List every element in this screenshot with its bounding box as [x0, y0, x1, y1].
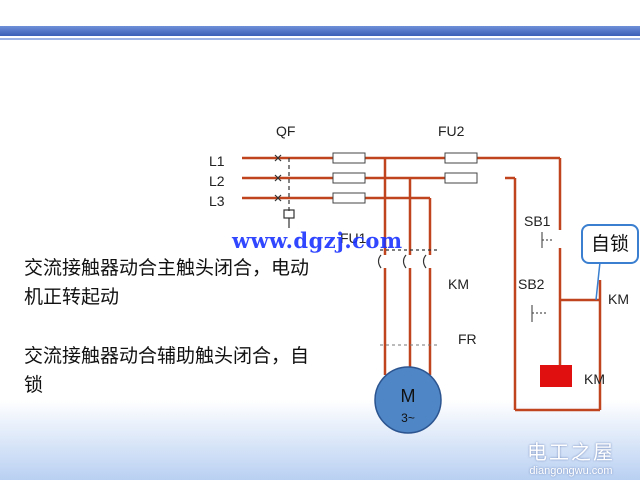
header-rule: [0, 38, 640, 40]
qf-breaker: [274, 154, 295, 228]
label-qf: QF: [276, 123, 295, 139]
header-bar: [0, 26, 640, 36]
km-main-contacts: [377, 249, 440, 269]
label-l2: L2: [209, 173, 225, 189]
label-km-aux: KM: [608, 291, 629, 307]
logo-url: diangongwu.com: [529, 465, 613, 477]
label-motor: M: [401, 386, 416, 406]
label-sb1: SB1: [524, 213, 551, 229]
fuse-fu1: [332, 152, 366, 204]
km-aux-contact: [595, 261, 601, 301]
sb1-button: [541, 232, 552, 248]
label-l1: L1: [209, 153, 225, 169]
label-sb2: SB2: [518, 276, 545, 292]
fuse-fu2: [444, 152, 478, 184]
label-motor-phase: 3~: [401, 411, 415, 425]
km-coil: [540, 365, 572, 387]
site-logo: 电工之屋 diangongwu.com: [512, 436, 630, 477]
label-fu2: FU2: [438, 123, 465, 139]
label-km-main: KM: [448, 276, 469, 292]
note-main-contact: 交流接触器动合主触头闭合，电动机正转起动: [24, 257, 310, 308]
logo-name: 电工之屋: [527, 440, 615, 464]
sb2-button: [531, 305, 546, 322]
label-fr: FR: [458, 331, 477, 347]
self-lock-callout: 自锁: [581, 224, 639, 264]
watermark-text: www.dgzj.com: [232, 228, 403, 253]
label-fu1: FU1: [340, 230, 367, 246]
footer-gradient: [0, 400, 640, 480]
motor-symbol: [374, 366, 442, 434]
note-aux-contact: 交流接触器动合辅助触头闭合，自锁: [24, 345, 310, 396]
label-km-coil: KM: [584, 371, 605, 387]
label-l3: L3: [209, 193, 225, 209]
